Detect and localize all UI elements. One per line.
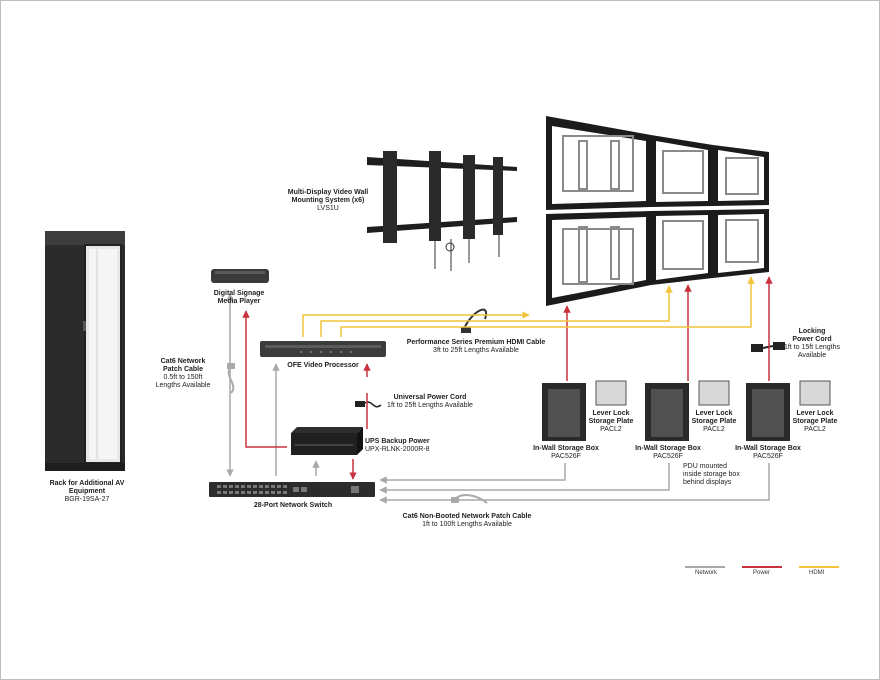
- network-switch: [209, 482, 375, 497]
- equipment-rack: [45, 231, 125, 471]
- nonbooted-cable-icon: [451, 494, 488, 504]
- video-wall: [546, 116, 769, 306]
- storage-plates: [595, 380, 831, 406]
- legend-network: Network: [695, 570, 717, 576]
- legend-network-label: Network: [695, 570, 718, 576]
- wall-mount: [367, 151, 517, 271]
- power-lines: [242, 276, 773, 480]
- storage-box-1: [542, 383, 586, 441]
- legend-hdmi: HDMI: [809, 570, 824, 576]
- ups-unit: [291, 427, 363, 455]
- legend-hdmi-label: HDMI: [809, 570, 825, 576]
- hdmi-lines: [302, 276, 755, 337]
- processor-label: OFE Video Processor: [287, 362, 359, 369]
- legend-power-label: Power: [753, 570, 771, 576]
- switch-label: 28-Port Network Switch: [253, 502, 333, 509]
- legend-power: Power: [753, 570, 770, 576]
- universal-power-cord-icon: [355, 401, 382, 408]
- storage-box-2: [645, 383, 689, 441]
- video-processor: [260, 341, 386, 357]
- locking-power-cord-icon: [751, 342, 785, 352]
- media-player: [211, 269, 269, 283]
- storage-box-3: [746, 383, 790, 441]
- network-lines: [226, 293, 770, 504]
- patch-cable-icon: [227, 363, 235, 394]
